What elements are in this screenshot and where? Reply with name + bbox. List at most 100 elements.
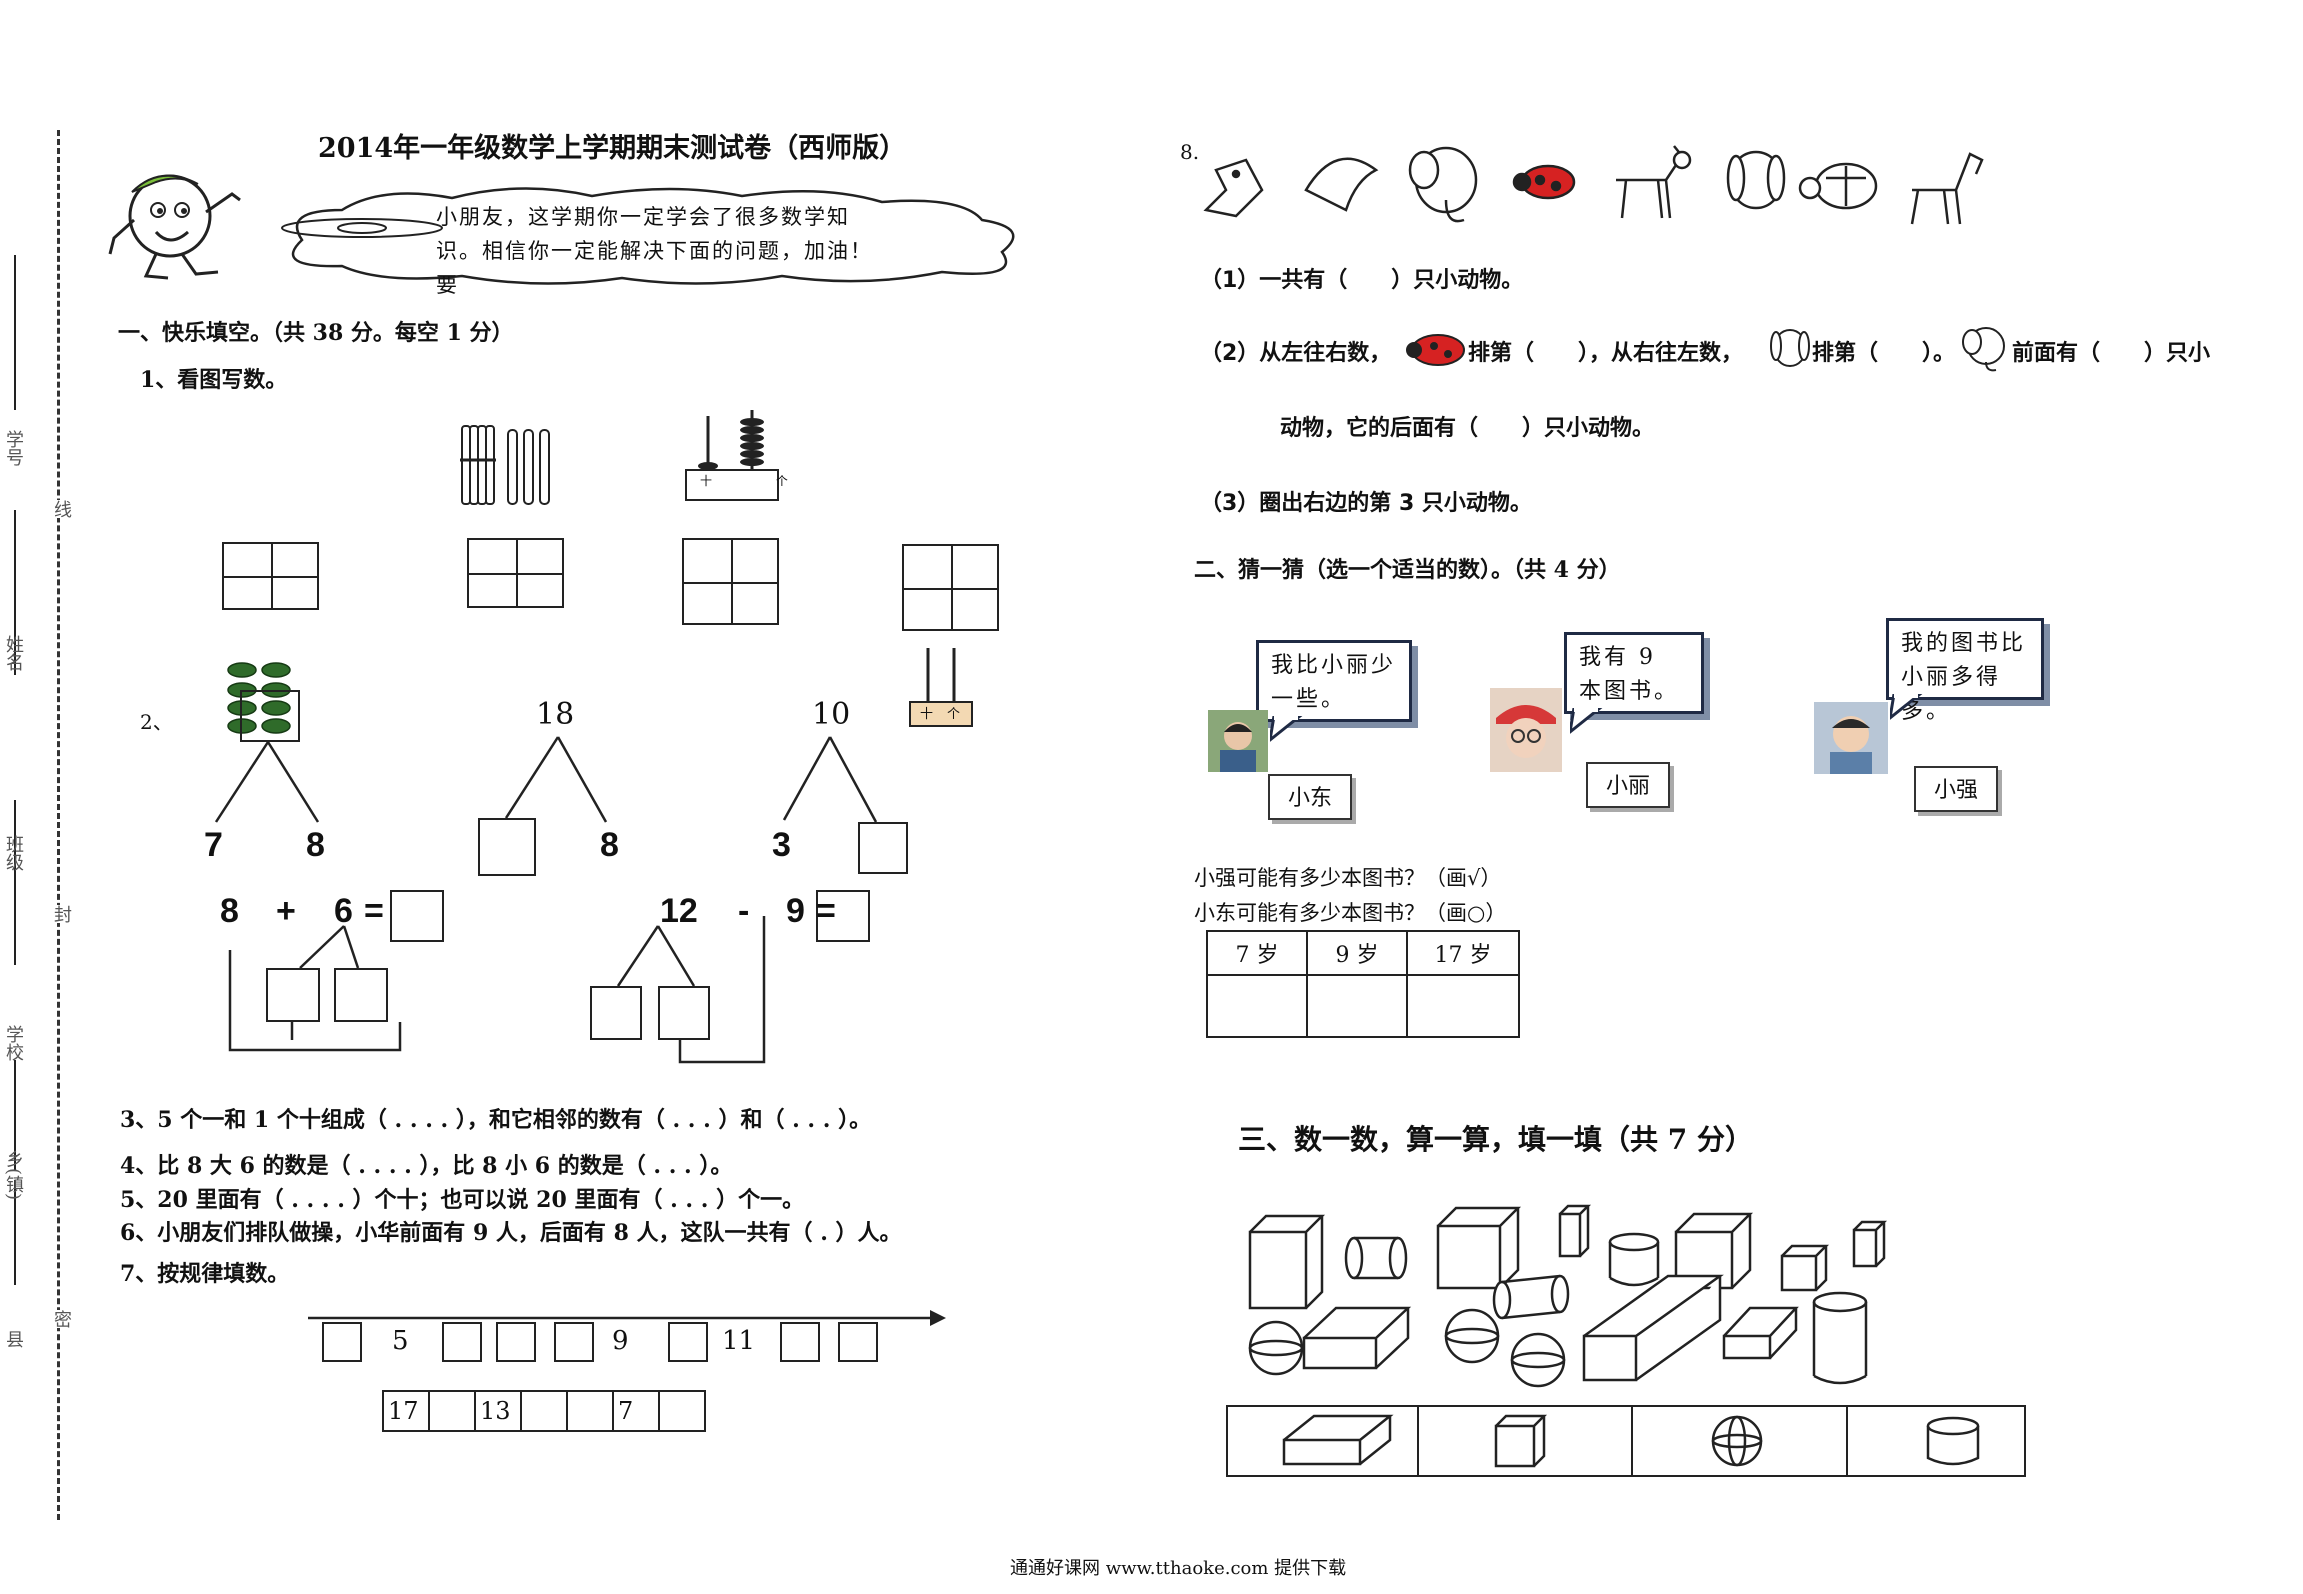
dog-icon [1726, 150, 1786, 210]
q2-label: 2、 [140, 710, 173, 734]
binding-label-school: 学校 [3, 1025, 24, 1061]
solid-shapes-illustration [1248, 1204, 1888, 1388]
binding-field-line-2 [14, 510, 16, 675]
small-abacus-caption: 十个 [920, 707, 975, 722]
age-options-answer-row [1206, 974, 1520, 1038]
answer-grid-4[interactable] [902, 544, 999, 631]
eq2-op: - [738, 892, 750, 930]
eq1-answer-box[interactable] [390, 890, 444, 942]
eq2-split-box-2[interactable] [658, 986, 710, 1040]
binding-field-line-3 [14, 800, 16, 965]
sequence-cell-2[interactable] [428, 1390, 476, 1432]
numberline-box-7[interactable] [838, 1322, 878, 1362]
kid3-bubble-tail [1890, 694, 1923, 720]
leaves-image [227, 662, 291, 734]
q4-text: 4、比 8 大 6 的数是（ . . . . ），比 8 小 6 的数是（ . … [120, 1153, 733, 1179]
q3-text: 3、5 个一和 1 个十组成（ . . . . ），和它相邻的数有（ . . .… [120, 1107, 872, 1133]
eq1-op: + [276, 892, 296, 930]
section2-ask-2: 小东可能有多少本图书？（画○） [1194, 901, 1507, 925]
section2-ask-1: 小强可能有多少本图书？（画√） [1194, 866, 1502, 890]
kid2-photo [1490, 688, 1562, 772]
kid3-speech-bubble: 我的图书比小丽多得多。 [1886, 618, 2044, 724]
cuboid-icon[interactable] [1280, 1410, 1400, 1472]
kid2-name: 小丽 [1586, 762, 1670, 808]
kid3-name: 小强 [1914, 766, 1998, 812]
eq1-b: 6 [334, 892, 353, 930]
sphere-icon[interactable] [1708, 1412, 1766, 1470]
eq1-split-box-1[interactable] [266, 968, 320, 1022]
abacus-caption: 十 个 [700, 474, 818, 488]
answer-grid-2[interactable] [467, 538, 564, 608]
goat-icon [1616, 145, 1692, 219]
numberline-box-1[interactable] [322, 1322, 362, 1362]
sequence-cell-5[interactable] [566, 1390, 614, 1432]
binding-label-class: 班级 [3, 835, 24, 871]
tree2-top-number: 18 [536, 697, 575, 732]
eq2-equals: = [816, 892, 836, 930]
numberline-box-5[interactable] [668, 1322, 708, 1362]
sequence-cell-4[interactable] [520, 1390, 568, 1432]
q5-text: 5、20 里面有（ . . . . ）个十；也可以说 20 里面有（ . . .… [120, 1187, 805, 1213]
numberline-value-11: 11 [722, 1326, 756, 1356]
section1-heading: 一、快乐填空。（共 38 分。每空 1 分） [118, 320, 514, 346]
eq1-equals: = [364, 892, 384, 930]
kid1-bubble-tail [1270, 716, 1303, 742]
kid2-bubble-tail [1570, 708, 1603, 734]
turtle-icon [1798, 162, 1878, 210]
sequence-cell-7[interactable] [658, 1390, 706, 1432]
horse-icon [1910, 152, 1984, 225]
kid1-speech-bubble: 我比小丽少一些。 [1256, 640, 1412, 722]
age-answer-cell-3[interactable] [1406, 974, 1520, 1038]
q8-part2-b: 排第（ ），从右往左数， [1468, 341, 1744, 366]
tree2-left-box[interactable] [478, 818, 536, 876]
cube-icon[interactable] [1492, 1412, 1552, 1472]
tree-lines [214, 736, 878, 1064]
age-options-header-row: 7 岁 9 岁 17 岁 [1206, 930, 1520, 976]
answer-grid-3[interactable] [682, 538, 779, 625]
numberline-box-2[interactable] [442, 1322, 482, 1362]
kid3-photo [1814, 702, 1888, 774]
age-answer-cell-2[interactable] [1306, 974, 1408, 1038]
animal-row [1203, 145, 1984, 225]
cylinder-icon[interactable] [1924, 1414, 1982, 1470]
numberline-box-6[interactable] [780, 1322, 820, 1362]
dog-icon [1770, 329, 1810, 367]
sequence-cell-1[interactable]: 17 [382, 1390, 430, 1432]
eq2-a: 12 [660, 892, 698, 930]
eq2-split-box-1[interactable] [590, 986, 642, 1040]
answer-grid-1[interactable] [222, 542, 319, 610]
age-answer-cell-1[interactable] [1206, 974, 1308, 1038]
eq1-split-box-2[interactable] [334, 968, 388, 1022]
q8-part2-d: 前面有（ ）只小 [2012, 341, 2211, 366]
binding-field-line-4 [14, 1060, 16, 1170]
tree1-right-number: 8 [306, 826, 325, 864]
tree1-left-number: 7 [204, 826, 223, 864]
ladybug-icon [1406, 334, 1465, 366]
sequence-cell-6[interactable]: 7 [612, 1390, 660, 1432]
q8-part2-c: 排第（ ）。 [1812, 341, 1956, 366]
numberline-box-4[interactable] [554, 1322, 594, 1362]
tree1-top-box[interactable] [240, 690, 300, 742]
tally-divider-1 [1417, 1405, 1419, 1477]
eq1-a: 8 [220, 892, 239, 930]
elephant-icon [1962, 327, 2005, 372]
eq2-answer-box[interactable] [816, 890, 870, 942]
kid1-photo [1208, 710, 1268, 772]
sequence-cell-3[interactable]: 13 [474, 1390, 522, 1432]
numberline-box-3[interactable] [496, 1322, 536, 1362]
q8-part2-a: （2）从左往右数， [1200, 341, 1392, 366]
intro-text: 小朋友，这学期你一定学会了很多数学知识。相信你一定能解决下面的问题，加油！要 [436, 205, 873, 297]
numberline-value-9: 9 [612, 1326, 629, 1356]
kid1-name: 小东 [1268, 774, 1352, 820]
kid2-speech-bubble: 我有 9 本图书。 [1564, 632, 1704, 714]
tally-divider-2 [1631, 1405, 1633, 1477]
age-option-9: 9 岁 [1306, 930, 1408, 976]
section3-heading: 三、数一数，算一算，填一填（共 7 分） [1238, 1123, 1753, 1156]
age-option-17: 17 岁 [1406, 930, 1520, 976]
number-line-axis [308, 1310, 946, 1326]
eq2-b: 9 [786, 892, 805, 930]
tree3-right-box[interactable] [858, 822, 908, 874]
q8-label: 8. [1180, 140, 1200, 164]
binding-dashed-line [57, 130, 60, 1520]
elephant-icon [1408, 146, 1478, 223]
